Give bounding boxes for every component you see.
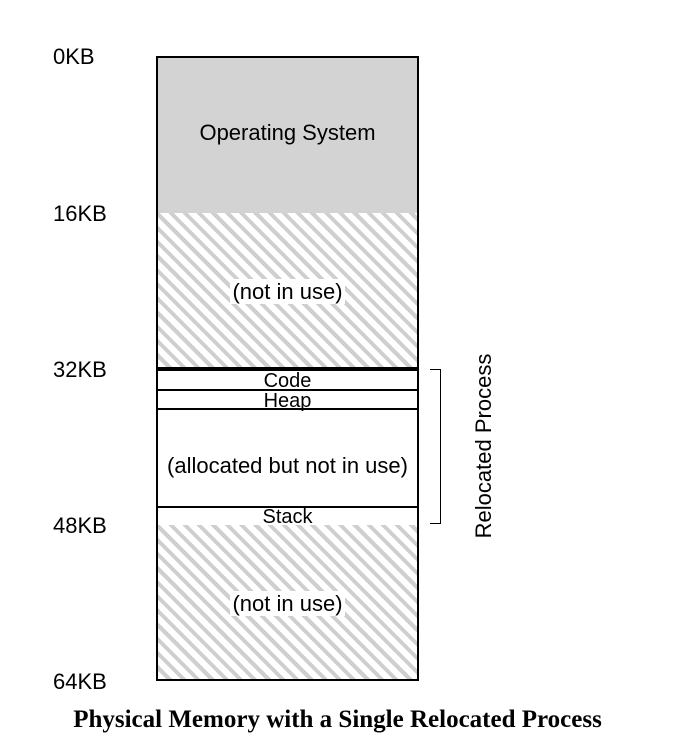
allocated-label: (allocated but not in use): [167, 453, 408, 478]
os-segment-label: Operating System: [199, 120, 376, 145]
figure-caption: Physical Memory with a Single Relocated …: [73, 706, 602, 733]
free-segment-upper-label: (not in use): [158, 279, 417, 305]
code-heap-divider: [158, 389, 417, 391]
address-label-16kb: 16KB: [53, 201, 107, 226]
relocated-process-label: Relocated Process: [471, 353, 496, 539]
address-label-32kb: 32KB: [53, 357, 107, 382]
process-segment: Code Heap (allocated but not in use) Sta…: [156, 369, 419, 527]
address-label-48kb: 48KB: [53, 513, 107, 538]
heap-bottom-divider: [158, 408, 417, 410]
free-segment-upper: (not in use): [156, 213, 419, 369]
address-label-0kb: 0KB: [53, 44, 95, 69]
free-upper-text: (not in use): [230, 279, 345, 304]
address-label-64kb: 64KB: [53, 669, 107, 694]
os-segment: Operating System: [156, 56, 419, 215]
stack-top-divider: [158, 506, 417, 508]
code-label: Code: [263, 370, 312, 392]
free-segment-lower: (not in use): [156, 525, 419, 681]
free-segment-lower-label: (not in use): [158, 591, 417, 617]
heap-label: Heap: [263, 390, 312, 412]
relocated-process-bracket: [430, 369, 441, 524]
free-lower-text: (not in use): [230, 591, 345, 616]
stack-label: Stack: [262, 506, 313, 528]
